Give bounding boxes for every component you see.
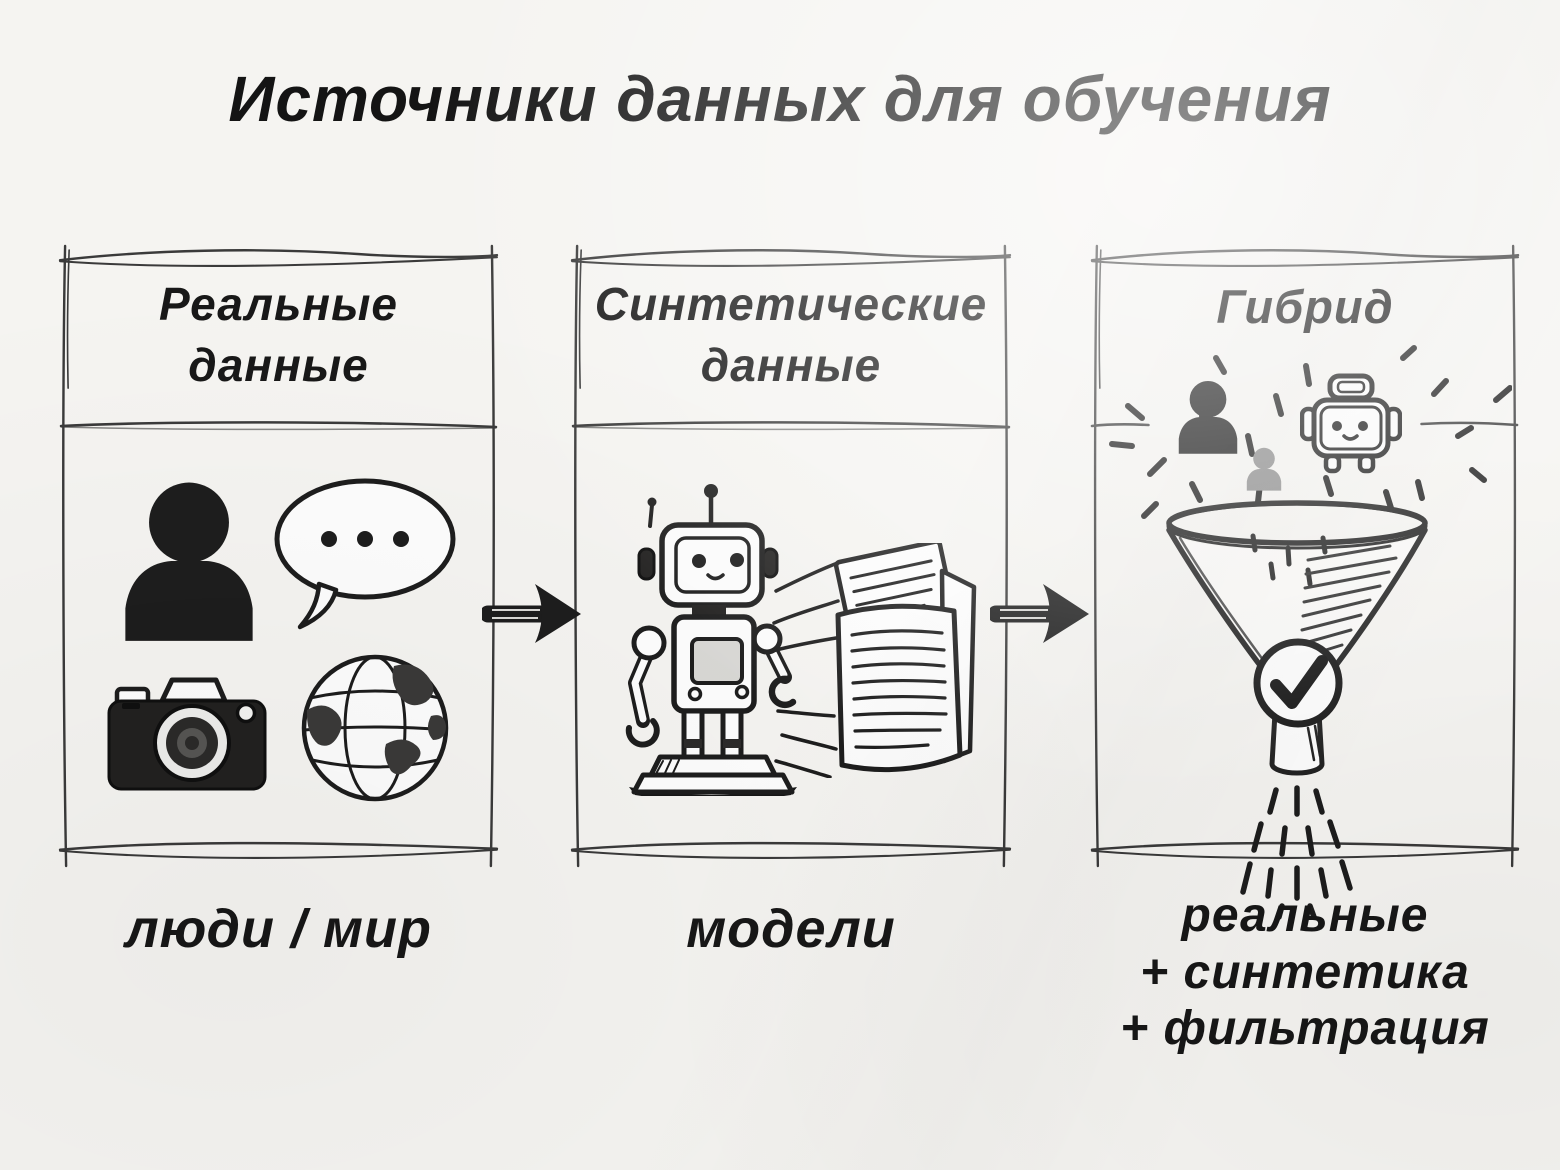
- caption-hybrid: реальные + синтетика + фильтрация: [1092, 888, 1518, 1058]
- camera-icon: [107, 677, 267, 791]
- caption-hybrid-line: + синтетика: [1140, 945, 1470, 999]
- globe-icon: [301, 654, 449, 802]
- person-icon: [115, 478, 263, 644]
- sparks-icon: [1109, 345, 1512, 519]
- panel-real-data: Реальные данные: [60, 250, 497, 860]
- panel-title-line: Реальные: [159, 278, 398, 330]
- documents-icon: [770, 543, 977, 778]
- arrow-right-icon: [990, 584, 1089, 643]
- header-divider: [571, 421, 1011, 431]
- droplets: [1240, 785, 1353, 920]
- arrow-right-icon: [482, 584, 581, 643]
- caption-real-data: люди / мир: [125, 899, 432, 959]
- panel-title: Синтетические данные: [572, 274, 1010, 395]
- speed-lines: [770, 560, 842, 778]
- caption-hybrid-line: + фильтрация: [1120, 1002, 1490, 1056]
- panel-title-line: данные: [700, 338, 882, 391]
- panel-title: Гибрид: [1092, 276, 1518, 338]
- checkmark-icon: [1253, 638, 1343, 728]
- panel-title-line: данные: [188, 338, 369, 391]
- panel-synthetic-data: Синтетические данные: [572, 250, 1010, 860]
- speech-bubble-icon: [274, 478, 456, 630]
- small-person-icon: [1244, 446, 1284, 492]
- panel-hybrid: Гибрид: [1090, 250, 1518, 920]
- caption-synthetic-data: модели: [686, 899, 896, 959]
- page-title: Источники данных для обучения: [228, 63, 1332, 135]
- funnel-spout: [1269, 710, 1325, 776]
- header-divider: [59, 421, 498, 431]
- person-icon: [1174, 378, 1242, 456]
- panel-title: Реальные данные: [60, 274, 497, 395]
- page-text-lines: [850, 629, 948, 749]
- caption-hybrid-line: реальные: [1181, 889, 1429, 942]
- panel-title-line: Синтетические: [594, 278, 988, 330]
- panel-title-line: Гибрид: [1216, 280, 1394, 333]
- robot-icon: [625, 484, 797, 796]
- funnel-icon: [1166, 500, 1428, 920]
- robot-head-icon: [1300, 373, 1402, 474]
